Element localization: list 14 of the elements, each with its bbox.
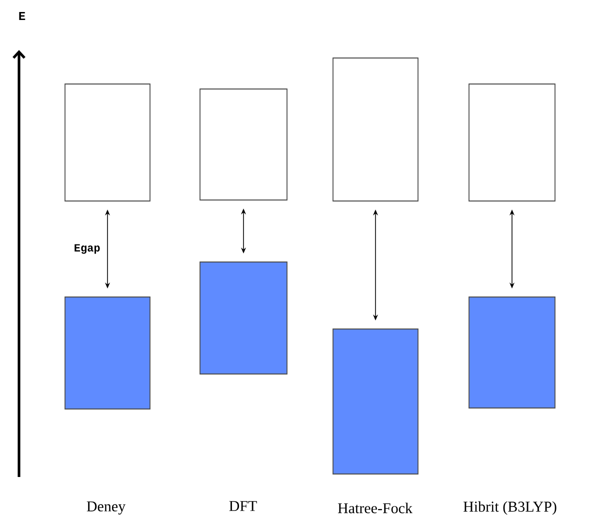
empty-box bbox=[200, 88, 288, 200]
column-label: DFT bbox=[229, 501, 257, 511]
empty-box bbox=[468, 84, 556, 202]
empty-box bbox=[64, 84, 150, 202]
filled-box bbox=[332, 328, 418, 474]
column-label: Hibrit (B3LYP) bbox=[464, 501, 556, 515]
filled-box bbox=[200, 262, 288, 374]
empty-box bbox=[332, 58, 418, 202]
edge-label: Egap bbox=[74, 244, 100, 254]
column-label: Deney bbox=[86, 501, 126, 515]
filled-box bbox=[64, 296, 150, 410]
column-label: Hatree-Fock bbox=[338, 502, 412, 514]
axis-label: E bbox=[19, 12, 26, 20]
filled-box bbox=[468, 296, 556, 408]
